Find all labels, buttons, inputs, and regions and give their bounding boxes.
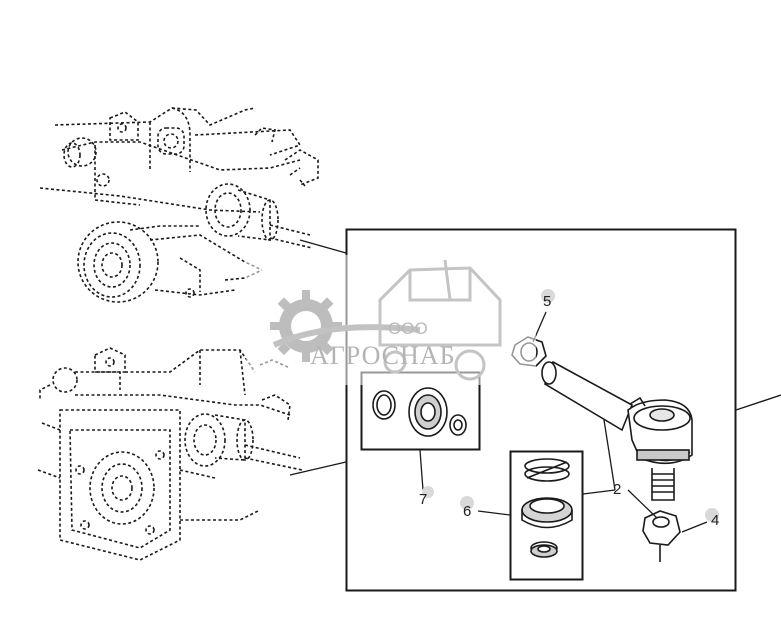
- watermark-name: АГРОСНАБ: [310, 341, 456, 370]
- callout-2: 2: [613, 481, 621, 498]
- watermark: ООО АГРОСНАБ: [246, 255, 536, 385]
- kit-7-parts-drawing: [372, 387, 467, 437]
- kit-6-parts-drawing: [521, 458, 573, 558]
- watermark-prefix: ООО: [388, 319, 428, 338]
- callout-6: 6: [463, 503, 471, 520]
- axle-overview-drawing: [37, 107, 319, 561]
- callout-7: 7: [419, 491, 427, 508]
- callout-5: 5: [543, 293, 551, 310]
- callout-leaders: [419, 311, 708, 533]
- detail-frame: [345, 228, 737, 592]
- callout-dots: [422, 289, 719, 522]
- watermark-harvester-icon: [378, 259, 502, 381]
- leader-to-detail: [289, 239, 347, 476]
- frame-leader-line: [735, 394, 781, 411]
- callout-4: 4: [711, 512, 719, 529]
